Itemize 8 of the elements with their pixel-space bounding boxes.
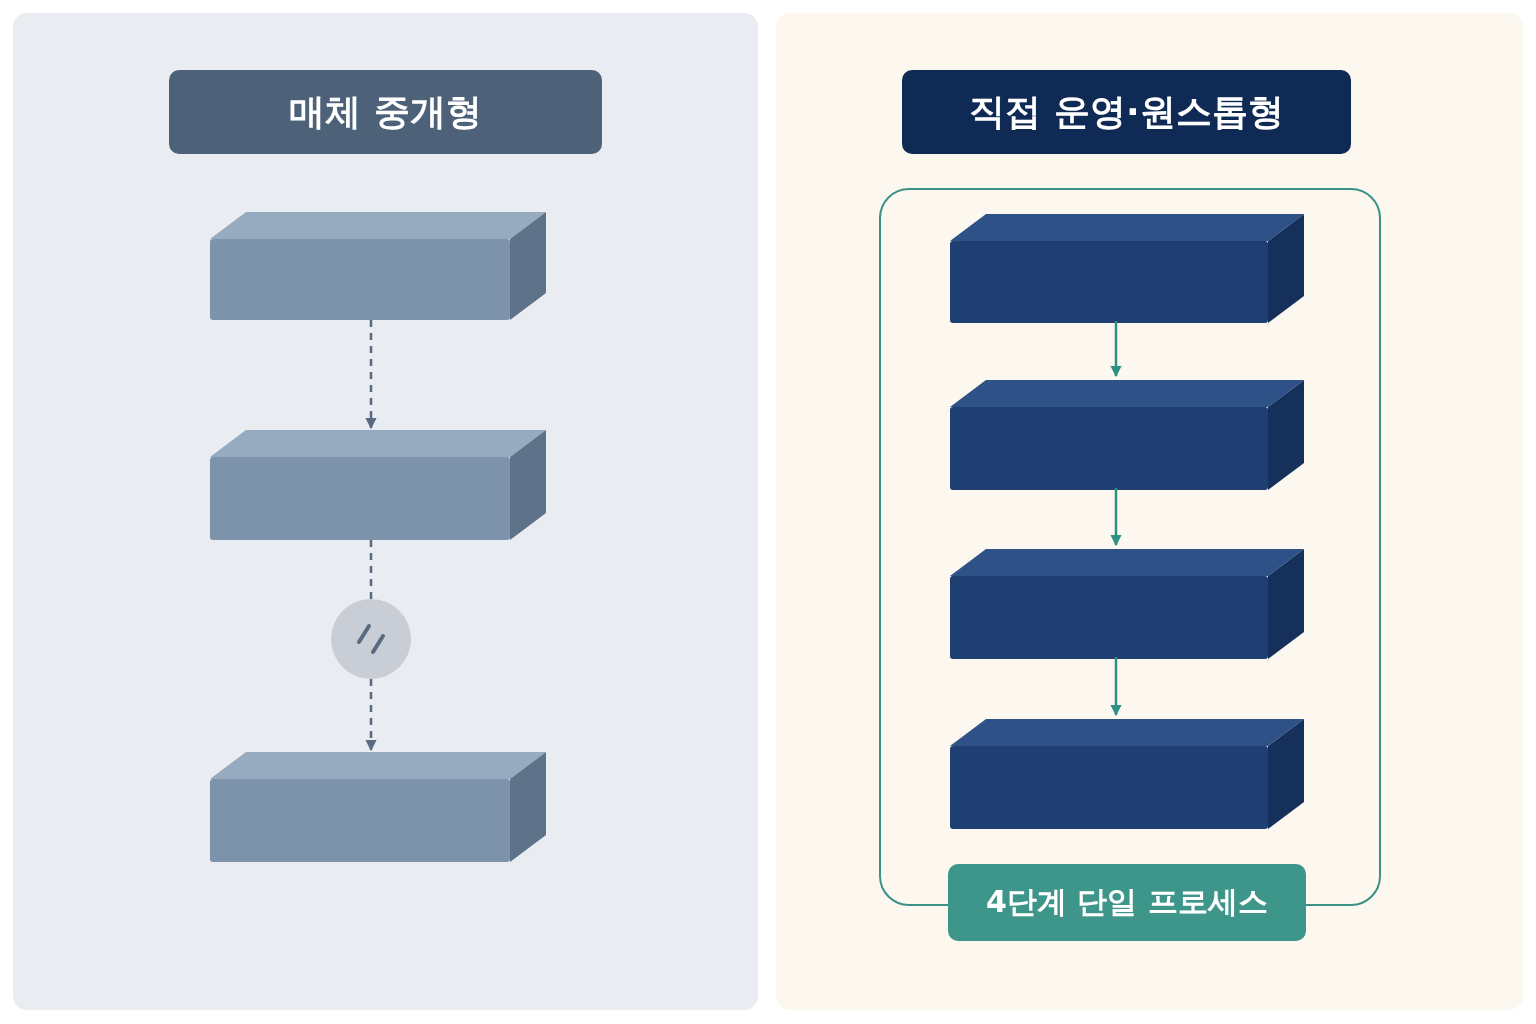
arrow	[1110, 488, 1122, 547]
process-badge: 4단계 단일 프로세스	[948, 864, 1306, 941]
arrow	[365, 679, 377, 752]
panel-heading: 매체 중개형	[169, 70, 602, 154]
arrow	[1110, 321, 1122, 378]
panel-heading: 직접 운영·원스톱형	[902, 70, 1351, 154]
arrow	[1110, 657, 1122, 717]
arrow	[365, 320, 377, 430]
